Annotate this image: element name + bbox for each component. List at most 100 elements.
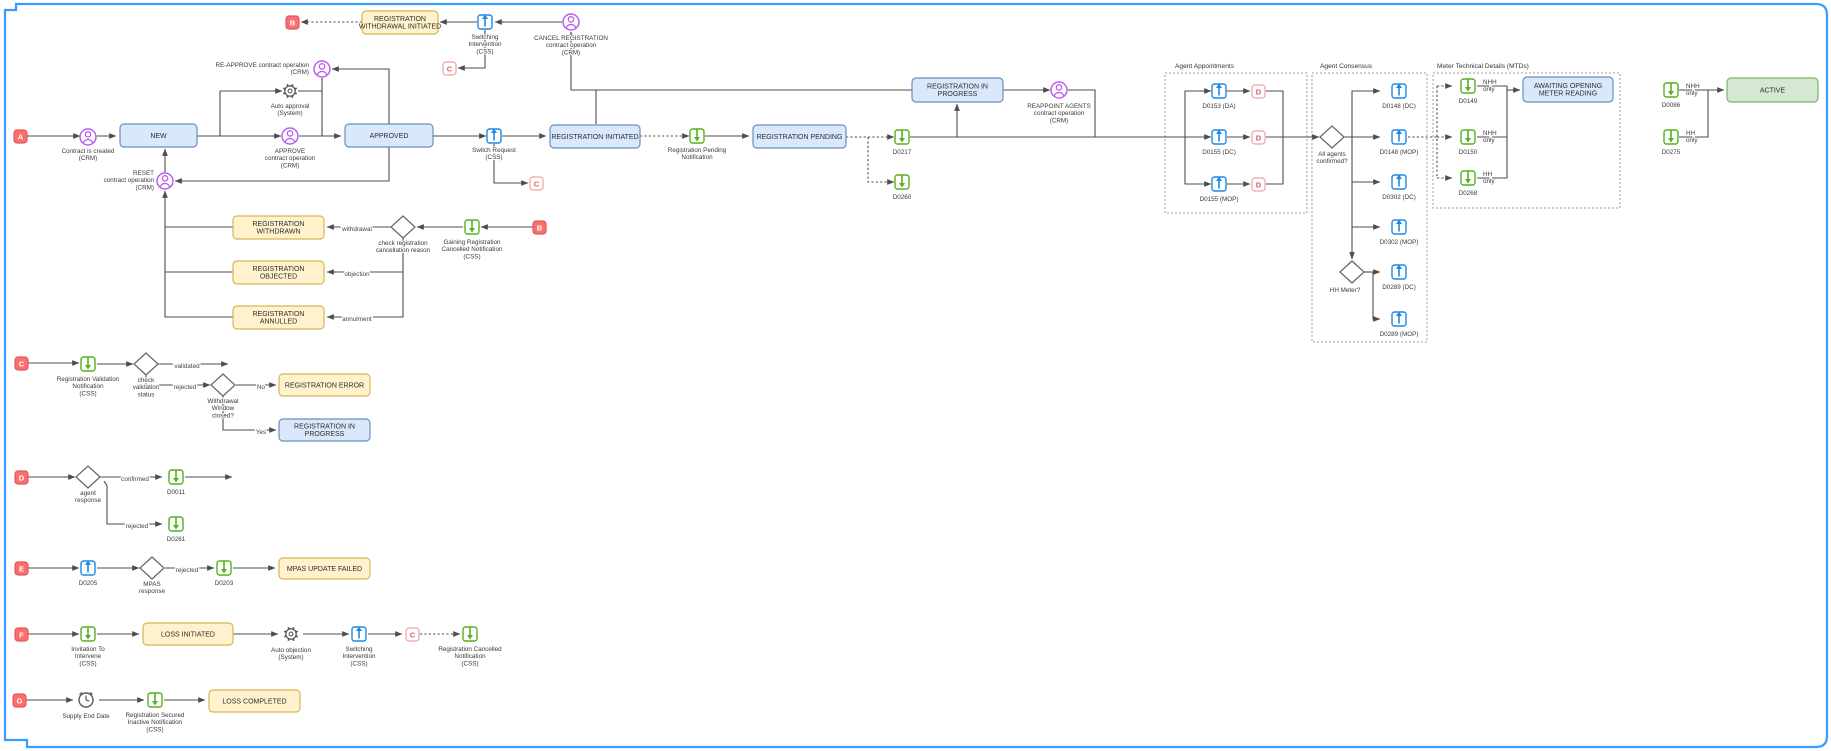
icon-d0261-caption: D0261: [167, 536, 186, 543]
note-label: NHH: [1686, 83, 1700, 90]
badge-e-row[interactable]: [14, 561, 29, 576]
icon-person-approve[interactable]: [281, 127, 299, 145]
state-mpas-update-failed[interactable]: [278, 557, 371, 580]
icon-d0302-mop-upload-icon[interactable]: [1391, 219, 1407, 235]
badge-a[interactable]: [13, 129, 28, 144]
decision-agent-response[interactable]: [75, 465, 101, 489]
icon-d0260-download-icon[interactable]: [894, 174, 910, 190]
state-registration-in-progress-2[interactable]: [278, 418, 371, 442]
decision-hh-meter[interactable]: [1339, 260, 1365, 284]
icon-switch-request-upload-icon[interactable]: [486, 128, 502, 144]
state-approved-label: APPROVED: [370, 133, 409, 140]
icon-person-reappoint-agents-caption: REAPPOINT AGENTS: [1027, 103, 1091, 110]
edge-label: confirmed: [121, 476, 149, 483]
icon-d0155-mop-upload-icon[interactable]: [1211, 176, 1227, 192]
icon-person-reapprove-caption: (CRM): [290, 69, 309, 76]
decision-check-validation-status[interactable]: [133, 352, 159, 376]
group-title-agent-consensus: Agent Consensus: [1320, 63, 1373, 70]
icon-d0261-download-icon[interactable]: [168, 516, 184, 532]
badge-g-row[interactable]: [12, 693, 27, 708]
icon-d0205-upload-icon[interactable]: [80, 560, 96, 576]
icon-d0155-dc-upload-icon[interactable]: [1211, 129, 1227, 145]
icon-d0148-dc-upload-icon[interactable]: [1391, 83, 1407, 99]
badge-c-row-f[interactable]: [405, 627, 420, 642]
badge-c-row[interactable]: [14, 356, 29, 371]
icon-d0217-download-icon[interactable]: [894, 129, 910, 145]
icon-d0203-download-icon[interactable]: [216, 560, 232, 576]
decision-mpas-response-caption: response: [139, 588, 165, 595]
badge-f-row[interactable]: [14, 627, 29, 642]
connector: [1266, 137, 1284, 185]
decision-check-cancellation-reason[interactable]: [390, 215, 416, 239]
icon-gaining-registration-cancelled-download-icon[interactable]: [464, 219, 480, 235]
state-registration-initiated[interactable]: [549, 124, 641, 149]
icon-person-cancel-registration[interactable]: [562, 13, 580, 31]
badge-d-row[interactable]: [14, 470, 29, 485]
badge-d-appoint-3[interactable]: [1251, 177, 1266, 192]
icon-person-contract-created[interactable]: [79, 128, 97, 146]
badge-d-row-letter: D: [19, 473, 25, 482]
state-registration-pending[interactable]: [752, 124, 847, 149]
icon-d0289-mop-upload-icon[interactable]: [1391, 311, 1407, 327]
icon-person-reappoint-agents[interactable]: [1050, 81, 1068, 99]
icon-gear-auto-approval[interactable]: [282, 83, 298, 99]
decision-mpas-response[interactable]: [139, 556, 165, 580]
connector: [326, 272, 404, 320]
icon-person-reset[interactable]: [156, 172, 174, 190]
state-active[interactable]: [1726, 77, 1819, 103]
icon-gear-auto-objection[interactable]: [283, 626, 299, 642]
icon-d0011-download-icon[interactable]: [168, 469, 184, 485]
state-registration-withdrawn-label: REGISTRATION: [253, 221, 305, 228]
icon-invitation-to-intervene-download-icon[interactable]: [80, 626, 96, 642]
icon-switching-intervention-f-upload-icon[interactable]: [351, 626, 367, 642]
icon-clock-supply-end-date[interactable]: [78, 691, 94, 708]
icon-d0302-dc-upload-icon[interactable]: [1391, 174, 1407, 190]
state-registration-in-progress-2-label: PROGRESS: [305, 431, 345, 438]
icon-d0153-da-upload-icon[interactable]: [1211, 83, 1227, 99]
badge-c-switch-request[interactable]: [529, 176, 544, 191]
badge-d-appoint-1[interactable]: [1251, 84, 1266, 99]
icon-registration-secured-inactive-download-icon[interactable]: [147, 692, 163, 708]
decision-check-cancellation-reason-caption: check registration: [378, 240, 428, 247]
icon-invitation-to-intervene-caption: Intervene: [75, 653, 102, 660]
state-awaiting-opening-meter-reading[interactable]: [1522, 76, 1614, 103]
icon-registration-validation-notification-download-icon[interactable]: [80, 356, 96, 372]
icon-switching-intervention-top-upload-icon[interactable]: [477, 14, 493, 30]
note-label: NHH: [1483, 79, 1497, 86]
icon-registration-pending-notification-download-icon[interactable]: [689, 128, 705, 144]
state-registration-error[interactable]: [278, 373, 371, 397]
icon-d0275-download-icon[interactable]: [1663, 129, 1679, 145]
badge-d-appoint-2[interactable]: [1251, 130, 1266, 145]
state-registration-objected[interactable]: [232, 260, 325, 285]
state-registration-withdrawal-initiated[interactable]: [361, 10, 439, 35]
connector: [867, 137, 895, 185]
icon-person-reapprove[interactable]: [313, 60, 331, 78]
icon-d0150-download-icon[interactable]: [1460, 129, 1476, 145]
state-loss-initiated[interactable]: [142, 622, 234, 646]
decision-check-validation-status-caption: status: [138, 391, 155, 398]
badge-b-right[interactable]: [532, 220, 547, 235]
state-new[interactable]: [119, 123, 198, 148]
icon-registration-validation-notification-caption: Notification: [72, 383, 104, 390]
decision-mpas-response-caption: MPAS: [143, 581, 160, 588]
state-registration-withdrawn[interactable]: [232, 215, 325, 240]
state-registration-in-progress[interactable]: [911, 77, 1004, 103]
icon-switching-intervention-top-caption: (CSS): [476, 48, 493, 55]
icon-d0149-download-icon[interactable]: [1460, 78, 1476, 94]
decision-withdrawal-window-closed[interactable]: [210, 373, 236, 397]
edge-label: validated: [174, 363, 200, 370]
state-loss-completed[interactable]: [208, 689, 301, 713]
badge-b-top[interactable]: [285, 15, 300, 30]
icon-d0268-download-icon[interactable]: [1460, 170, 1476, 186]
note-label: HH: [1686, 130, 1696, 137]
icon-person-reset-caption: (CRM): [135, 184, 154, 191]
state-approved[interactable]: [344, 123, 434, 148]
state-registration-annulled[interactable]: [232, 305, 325, 330]
icon-d0289-dc-upload-icon[interactable]: [1391, 264, 1407, 280]
decision-agent-response-caption: agent: [80, 490, 96, 497]
badge-c-switching-top[interactable]: [442, 61, 457, 76]
icon-registration-cancelled-notification-download-icon[interactable]: [462, 626, 478, 642]
icon-d0086-download-icon[interactable]: [1663, 82, 1679, 98]
icon-d0148-mop-upload-icon[interactable]: [1391, 129, 1407, 145]
decision-all-agents-confirmed[interactable]: [1319, 125, 1345, 149]
